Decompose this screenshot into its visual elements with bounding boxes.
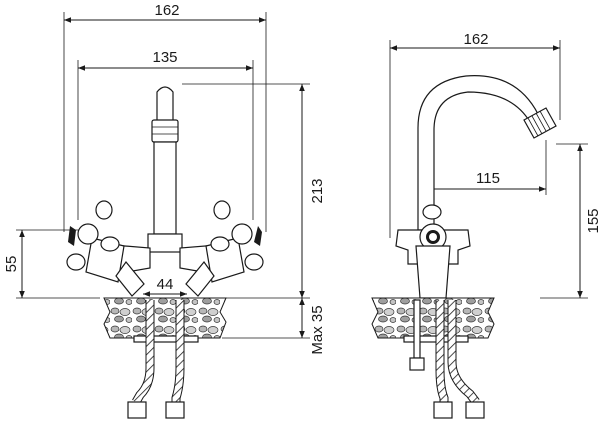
dim-label-162-front: 162 [154,2,179,19]
dim-front-deck-thickness: Max 35 [222,298,326,355]
dim-side-reach: 115 [425,128,547,195]
front-right-cross-handle [210,200,264,271]
front-hoses [127,300,185,419]
front-right-valve [179,237,245,297]
dim-front-center-distance: 44 [143,276,187,297]
dim-label-162-side: 162 [463,31,488,48]
dim-side-overall-width: 162 [389,31,561,238]
dim-label-44: 44 [157,276,174,293]
dim-label-max-35: Max 35 [309,305,326,354]
dim-front-spout-height: 213 [182,83,326,299]
dim-front-handle-width: 135 [77,49,254,220]
side-view: 162 115 155 [371,31,600,419]
dim-front-overall-width: 162 [63,2,267,232]
side-deck-stones [371,297,495,343]
front-left-cross-handle [66,200,120,271]
dim-side-outlet-height: 155 [540,143,600,299]
dim-label-135: 135 [152,49,177,66]
side-hoses [409,299,485,419]
front-view: 162 135 213 55 Max 35 [3,2,326,419]
front-deck-stones [103,297,227,343]
dim-label-55: 55 [3,256,20,273]
dim-label-115: 115 [476,170,500,187]
dim-front-handle-height: 55 [3,229,100,299]
front-spout [147,86,183,253]
dim-label-213: 213 [309,178,326,203]
dim-label-155: 155 [585,208,600,233]
side-valve-handle [395,204,471,299]
